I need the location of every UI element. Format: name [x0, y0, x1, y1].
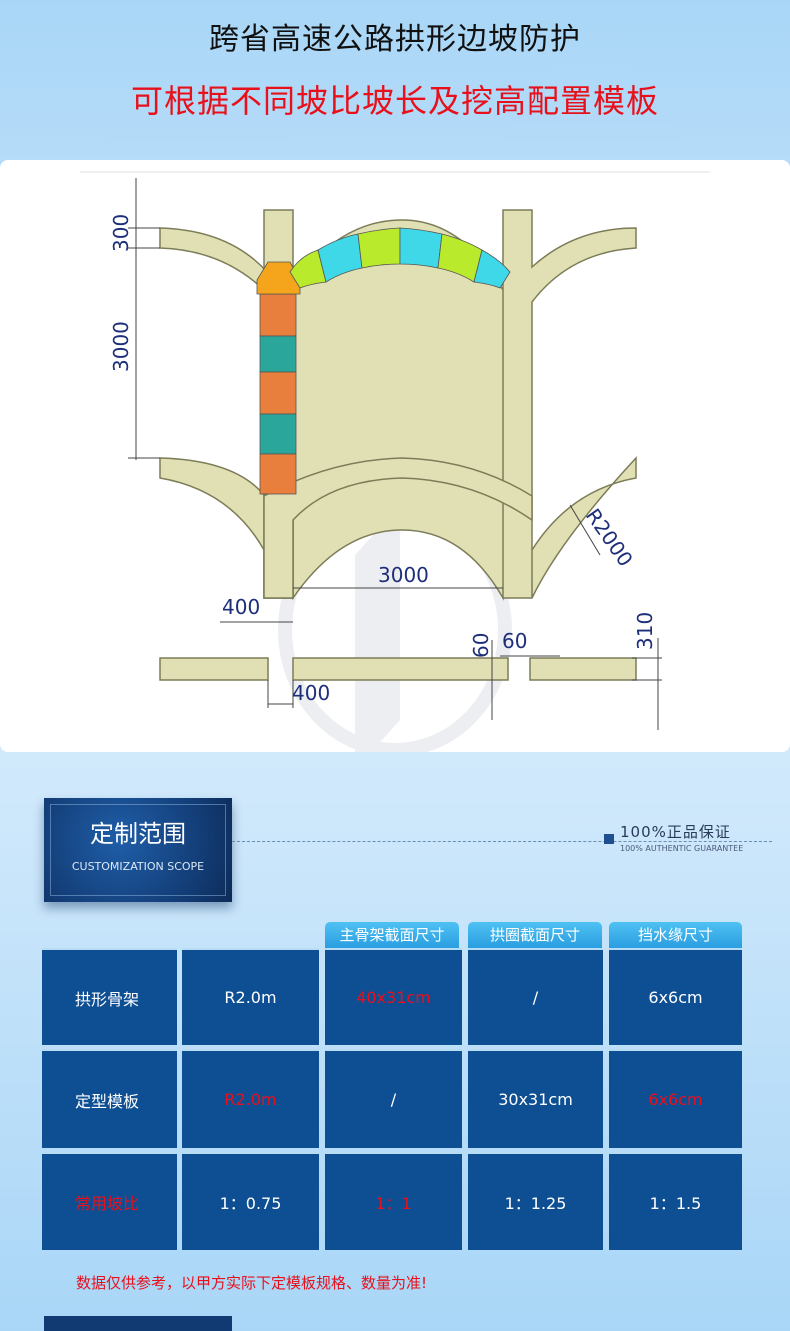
table-cell: /	[325, 1049, 462, 1148]
table-cell: R2.0m	[182, 1049, 319, 1148]
table-cell: 1：0.75	[182, 1152, 319, 1250]
table-cell: 1：1.25	[468, 1152, 603, 1250]
table-column-headers: 主骨架截面尺寸 拱圈截面尺寸 挡水缘尺寸	[0, 922, 790, 948]
page-subtitle: 可根据不同坡比坡长及挖高配置模板	[130, 82, 659, 120]
section-subtitle: CUSTOMIZATION SCOPE	[71, 860, 205, 873]
dim-400-top: 400	[222, 595, 260, 619]
dim-310: 310	[633, 612, 657, 650]
table-cell: /	[468, 948, 603, 1045]
table-cell: R2.0m	[182, 948, 319, 1045]
table-cell: 30x31cm	[468, 1049, 603, 1148]
column-header: 主骨架截面尺寸	[325, 922, 459, 948]
guarantee-label: 100%正品保证	[620, 823, 731, 841]
dim-60-b: 60	[502, 629, 527, 653]
next-section-box	[44, 1316, 232, 1331]
table-cell: 1：1	[325, 1152, 462, 1250]
column-header: 挡水缘尺寸	[609, 922, 742, 948]
table-cell: 6x6cm	[609, 1049, 742, 1148]
section-divider	[232, 841, 772, 842]
column-header: 拱圈截面尺寸	[468, 922, 602, 948]
dim-60-a: 60	[469, 633, 493, 658]
disclaimer-note: 数据仅供参考，以甲方实际下定模板规格、数量为准!	[76, 1274, 428, 1292]
table-cell: 6x6cm	[609, 948, 742, 1045]
dim-300: 300	[109, 214, 133, 252]
dim-400-bottom: 400	[292, 681, 330, 705]
table-cell: 1：1.5	[609, 1152, 742, 1250]
row-label: 常用坡比	[42, 1152, 177, 1250]
column-template-blocks	[256, 261, 301, 495]
guarantee-label-en: 100% AUTHENTIC GUARANTEE	[620, 844, 744, 853]
table-cell: 40x31cm	[325, 948, 462, 1045]
customization-section-header: 定制范围 CUSTOMIZATION SCOPE 100%正品保证 100% A…	[0, 796, 790, 906]
arch-drawing: 300 3000 R2000 3000 400 60 60 310 400	[80, 171, 710, 752]
dim-3000-vertical: 3000	[109, 321, 133, 372]
dim-3000-horizontal: 3000	[378, 563, 429, 587]
square-bullet-icon	[604, 834, 614, 844]
section-title: 定制范围	[90, 820, 186, 848]
page-title: 跨省高速公路拱形边坡防护	[209, 22, 581, 57]
row-label: 拱形骨架	[42, 948, 177, 1045]
row-label: 定型模板	[42, 1049, 177, 1148]
section-title-box: 定制范围 CUSTOMIZATION SCOPE	[44, 798, 232, 902]
arch-slope-diagram: 300 3000 R2000 3000 400 60 60 310 400	[0, 160, 790, 752]
dimension-lines	[128, 178, 662, 730]
arch-template-blocks	[289, 227, 511, 289]
